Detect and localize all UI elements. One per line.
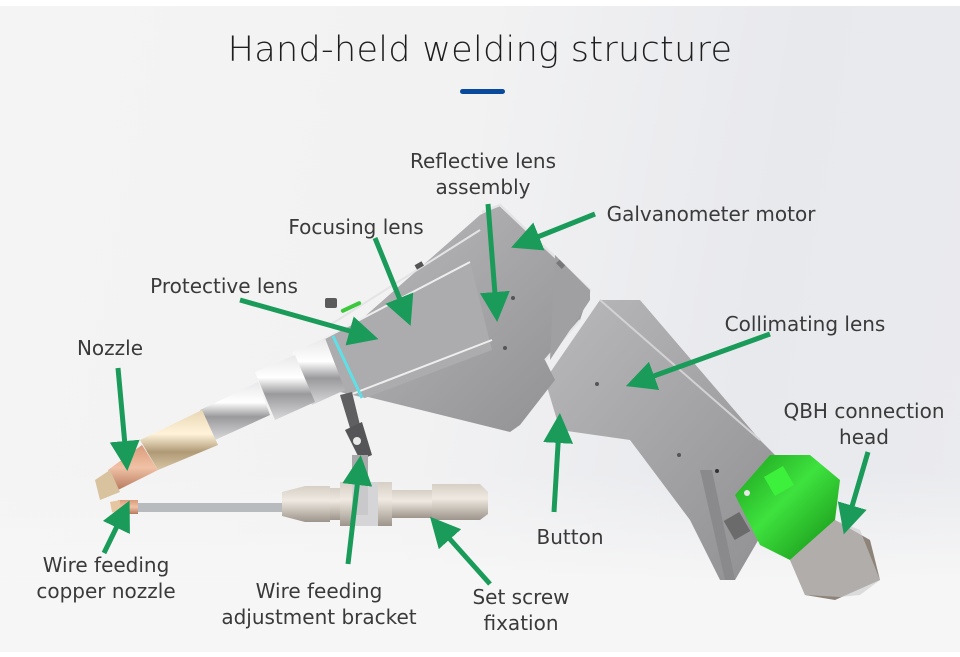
label-collimating-lens: Collimating lens (724, 312, 886, 336)
label-nozzle: Nozzle (76, 336, 144, 360)
title-underline (460, 89, 505, 94)
label-qbh-connection-head: QBH connection head (783, 399, 945, 449)
label-galvanometer-motor: Galvanometer motor (606, 202, 816, 226)
protective-lens-cyan-ring (331, 335, 364, 399)
label-wire-feeding-copper-nozzle: Wire feeding copper nozzle (36, 553, 176, 603)
page-title: Hand-held welding structure (227, 30, 733, 70)
label-wire-feeding-adjustment-bracket: Wire feeding adjustment bracket (221, 579, 417, 629)
label-protective-lens: Protective lens (150, 274, 298, 298)
wire-feed-tube (110, 482, 488, 526)
welding-gun-illustration (95, 203, 880, 600)
label-focusing-lens: Focusing lens (288, 215, 424, 239)
qbh-head (735, 455, 880, 600)
diagram-canvas: Hand-held welding structure (0, 6, 960, 652)
label-set-screw-fixation: Set screw fixation (472, 585, 570, 635)
nozzle-assembly (95, 338, 345, 500)
label-reflective-lens-assembly: Reflective lens assembly (409, 149, 557, 199)
label-button: Button (536, 525, 604, 549)
